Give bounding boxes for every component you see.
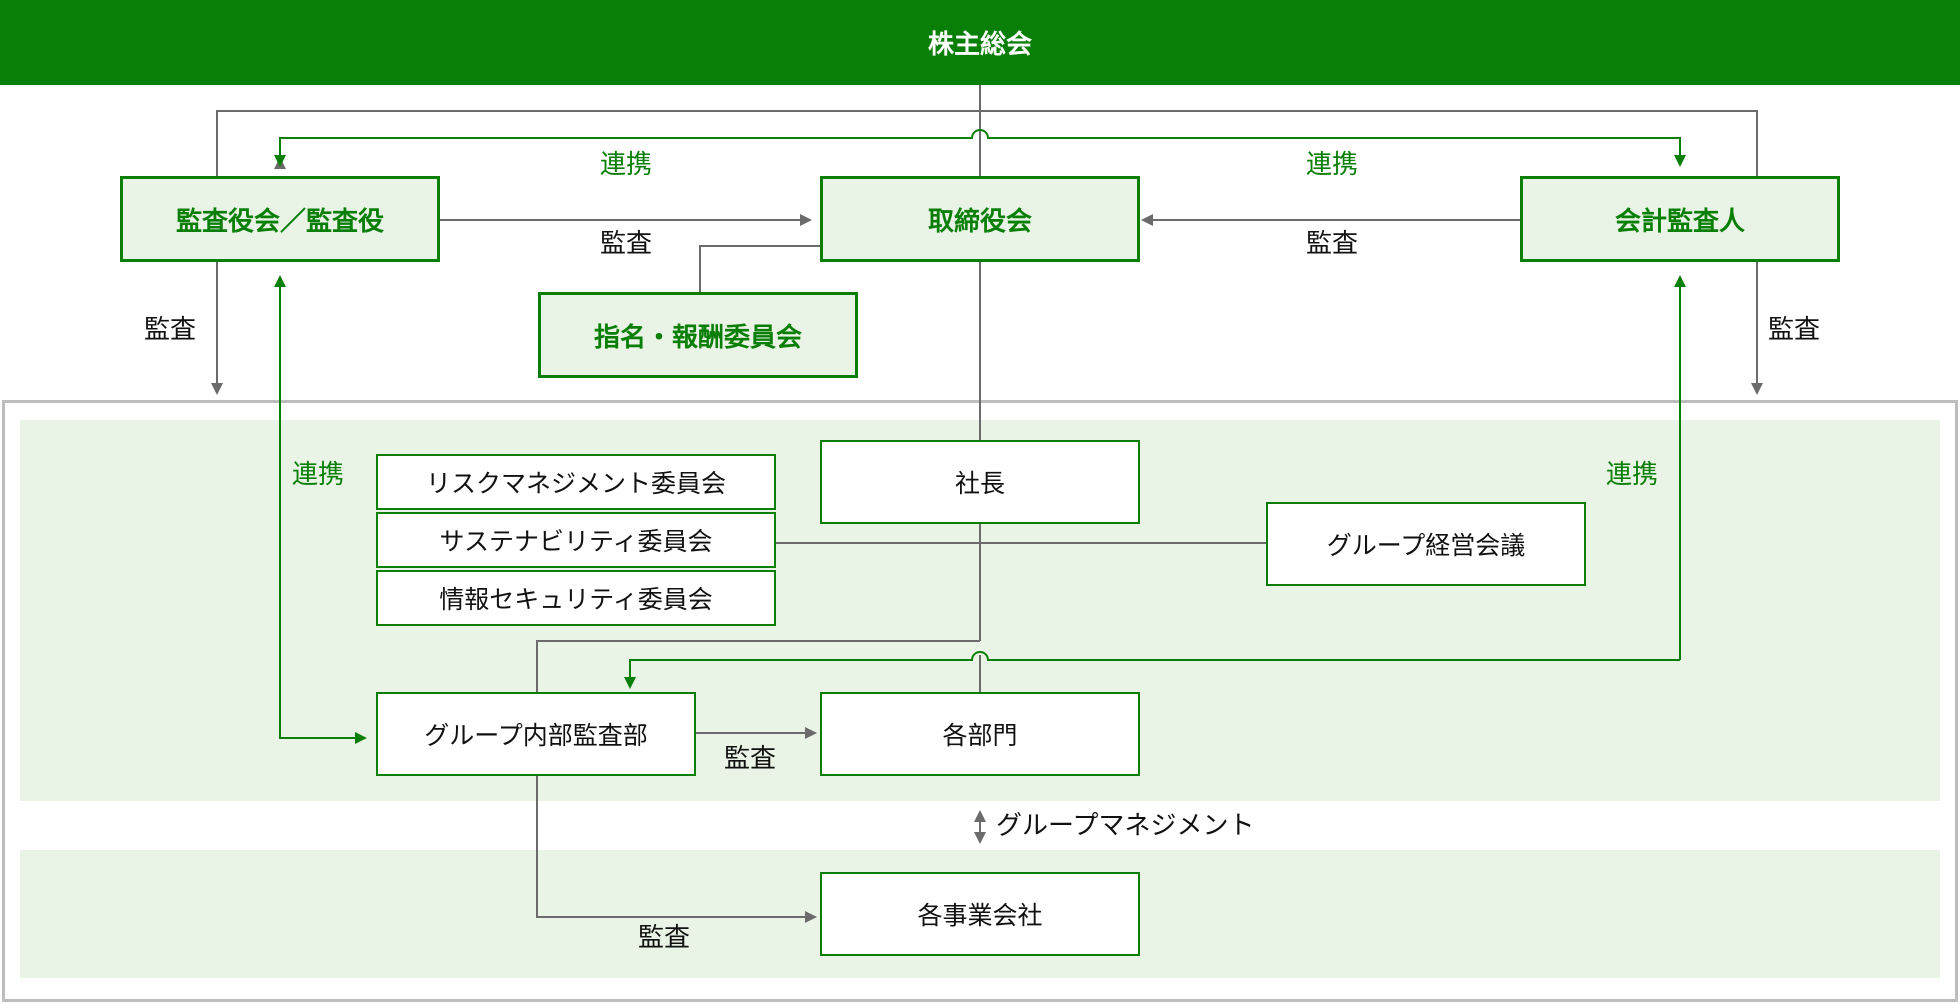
renkei-label-top-right: 連携: [1306, 150, 1359, 180]
renkei-label-mid-left: 連携: [292, 460, 345, 490]
internal-to-sub-arrow: [536, 775, 817, 923]
renkei-left-arrow: [274, 275, 367, 744]
nomination-committee-box: 指名・報酬委員会: [538, 292, 858, 378]
president-box: 社長: [820, 440, 1140, 524]
internal-audit-box: グループ内部監査部: [376, 692, 696, 776]
to-internal-audit-line: [536, 640, 980, 693]
sustainability-committee-box: サステナビリティ委員会: [376, 512, 776, 568]
group-meeting-box: グループ経営会議: [1266, 502, 1586, 586]
top-gray-bus-line: [216, 110, 1758, 177]
kansa-label-internal-sub: 監査: [638, 923, 691, 953]
accounting-auditor-box: 会計監査人: [1520, 176, 1840, 262]
infosec-committee-box: 情報セキュリティ委員会: [376, 570, 776, 626]
kansa-label-right-down: 監査: [1768, 315, 1821, 345]
group-management-label: グループマネジメント: [996, 811, 1255, 841]
shareholders-meeting-header: 株主総会: [0, 0, 1960, 85]
departments-box: 各部門: [820, 692, 1140, 776]
renkei-label-top-left: 連携: [600, 150, 653, 180]
board-of-directors-box: 取締役会: [820, 176, 1140, 262]
renkei-label-mid-right: 連携: [1606, 460, 1659, 490]
kansa-label-accounting-board: 監査: [1306, 229, 1359, 259]
kansa-label-auditors-board: 監査: [600, 229, 653, 259]
board-to-nomination-line: [699, 245, 820, 293]
renkei-mid-bus-line: [629, 651, 1680, 680]
subsidiaries-box: 各事業会社: [820, 872, 1140, 956]
kansa-label-internal-dept: 監査: [724, 744, 777, 774]
kansa-label-left-down: 監査: [144, 315, 197, 345]
audit-board-box: 監査役会／監査役: [120, 176, 440, 262]
top-green-bus-line: [274, 129, 1681, 169]
risk-committee-box: リスクマネジメント委員会: [376, 454, 776, 510]
